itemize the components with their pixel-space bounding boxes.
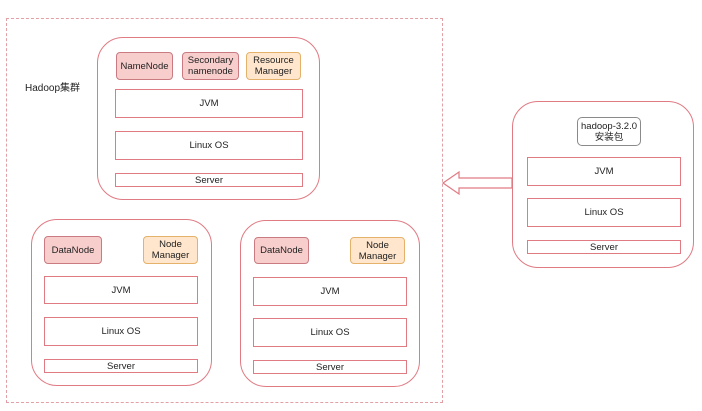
hadoop-cluster-container <box>6 18 443 403</box>
installer-jvm-layer: JVM <box>527 157 681 186</box>
worker2-server-layer: Server <box>253 360 407 374</box>
worker2-os-layer: Linux OS <box>253 318 407 347</box>
master-os-layer: Linux OS <box>115 131 303 160</box>
worker1-os-layer: Linux OS <box>44 317 198 346</box>
resource-manager-role: Resource Manager <box>246 52 301 80</box>
node-manager-role-2: Node Manager <box>350 237 405 264</box>
secondary-namenode-role: Secondary namenode <box>182 52 239 80</box>
master-server-layer: Server <box>115 173 303 187</box>
worker1-server-layer: Server <box>44 359 198 373</box>
master-jvm-layer: JVM <box>115 89 303 118</box>
datanode-role-2: DataNode <box>254 237 309 264</box>
hadoop-package: hadoop-3.2.0 安装包 <box>577 117 641 146</box>
namenode-role: NameNode <box>116 52 173 80</box>
node-manager-role-1: Node Manager <box>143 236 198 264</box>
datanode-role-1: DataNode <box>44 236 102 264</box>
worker2-jvm-layer: JVM <box>253 277 407 306</box>
worker1-jvm-layer: JVM <box>44 276 198 304</box>
cluster-label: Hadoop集群 <box>25 83 81 94</box>
installer-server-layer: Server <box>527 240 681 254</box>
deploy-arrow-shape <box>441 170 513 196</box>
installer-os-layer: Linux OS <box>527 198 681 227</box>
